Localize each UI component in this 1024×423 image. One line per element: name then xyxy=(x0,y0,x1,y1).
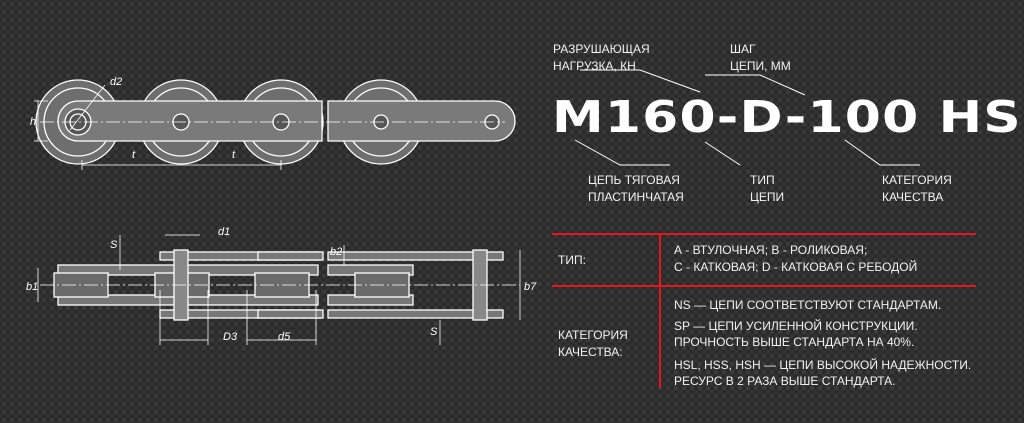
table-quality-hs-1: HSL, HSS, HSH — ЦЕПИ ВЫСОКОЙ НАДЕЖНОСТИ. xyxy=(674,358,972,372)
table-quality-hs-2: РЕСУРС В 2 РАЗА ВЫШЕ СТАНДАРТА. xyxy=(674,374,896,388)
chain-code: M160-D-100 HSH xyxy=(552,92,1024,143)
dim-d2: d2 xyxy=(110,76,122,88)
dim-s1: S xyxy=(110,239,118,251)
leader-lines xyxy=(574,69,920,166)
table-type-label: ТИП: xyxy=(558,253,586,267)
table-type-line-1: А - ВТУЛОЧНАЯ; В - РОЛИКОВАЯ; xyxy=(674,243,868,257)
dim-d1: d1 xyxy=(218,226,230,238)
label-breaking-load: Разрушающая нагрузка, кН xyxy=(553,42,650,73)
label-type: Тип цепи xyxy=(750,173,785,204)
label-chain-type: Цепь тяговая пластинчатая xyxy=(588,173,684,204)
dim-b7: b7 xyxy=(524,281,537,293)
table-quality-label: КАТЕГОРИЯ КАЧЕСТВА: xyxy=(558,328,628,359)
table-lines xyxy=(552,233,976,388)
dim-b2: b2 xyxy=(330,246,342,258)
dim-b1: b1 xyxy=(26,281,38,293)
table-quality-ns: NS — ЦЕПИ СООТВЕТСТВУЮТ СТАНДАРТАМ. xyxy=(674,298,942,312)
table-type-line-2: С - КАТКОВАЯ; D - КАТКОВАЯ С РЕБОДОЙ xyxy=(674,260,918,274)
table-quality-sp-1: SP — ЦЕПИ УСИЛЕННОЙ КОНСТРУКЦИИ. xyxy=(674,319,918,333)
dim-t2: t xyxy=(232,149,236,161)
dim-h: h xyxy=(30,116,36,128)
plan-view xyxy=(37,234,521,345)
dim-t1: t xyxy=(132,149,136,161)
label-pitch: Шаг цепи, мм xyxy=(730,42,791,73)
table-quality-sp-2: ПРОЧНОСТЬ ВЫШЕ СТАНДАРТА НА 40%. xyxy=(674,335,915,349)
dimension-labels: d2 h t t d1 S b2 b1 D3 d5 S b7 xyxy=(26,76,537,343)
dim-D3: D3 xyxy=(223,331,238,343)
dim-d5: d5 xyxy=(278,331,291,343)
side-view xyxy=(34,79,516,170)
dim-s2: S xyxy=(430,326,438,338)
label-quality: Категория качества xyxy=(882,173,952,204)
